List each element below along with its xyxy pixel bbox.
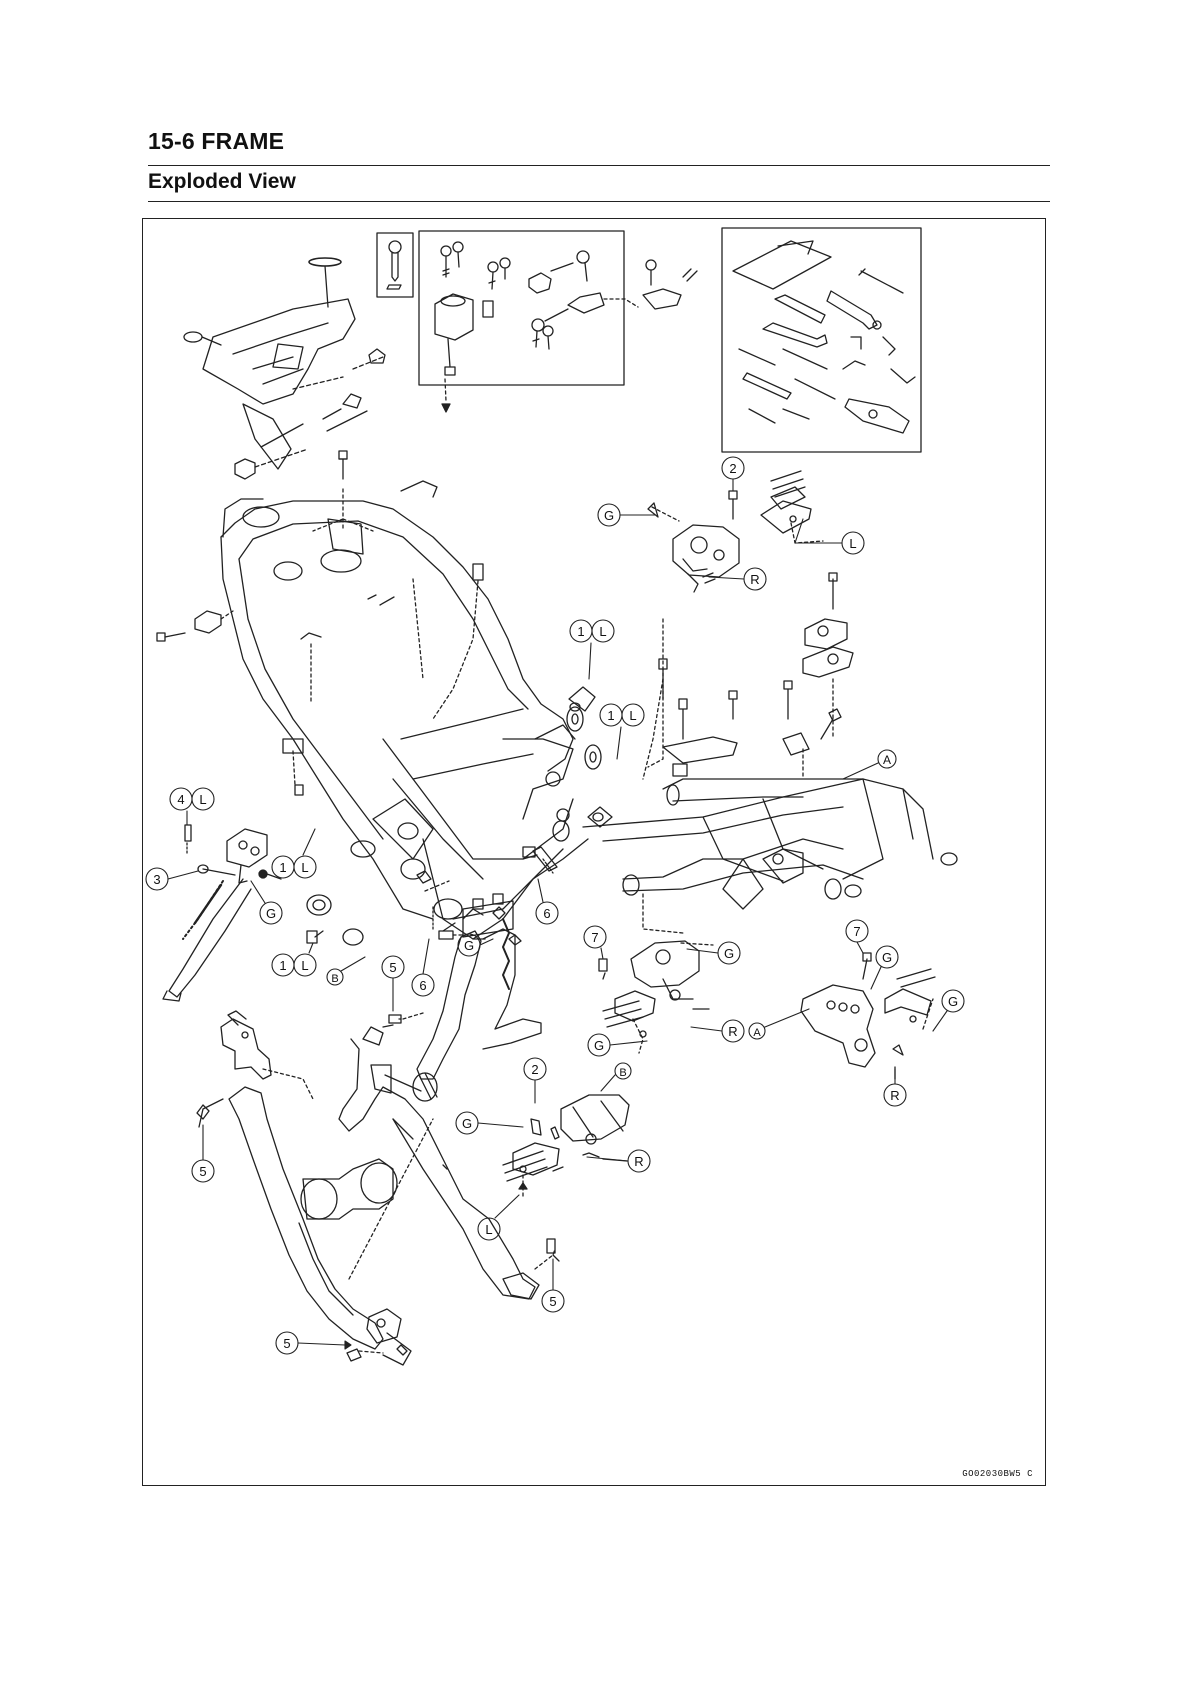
svg-text:G: G bbox=[266, 906, 276, 921]
main-frame bbox=[157, 451, 612, 939]
svg-text:2: 2 bbox=[729, 461, 736, 476]
svg-text:1: 1 bbox=[607, 708, 614, 723]
svg-text:R: R bbox=[750, 572, 759, 587]
passenger-footpeg-left bbox=[599, 894, 713, 1053]
callout-L-bottom: L bbox=[478, 1195, 519, 1240]
callout-G-left: G bbox=[251, 881, 282, 924]
svg-text:5: 5 bbox=[199, 1164, 206, 1179]
svg-text:G: G bbox=[464, 938, 474, 953]
callout-G-right: G bbox=[871, 946, 898, 989]
svg-text:6: 6 bbox=[419, 978, 426, 993]
subsection-title: Exploded View bbox=[148, 170, 296, 194]
lock-set-inset bbox=[419, 231, 638, 412]
subheader-rule bbox=[148, 201, 1050, 202]
callout-1L-d: 1 L bbox=[272, 943, 316, 976]
callout-B-bottom: B bbox=[601, 1063, 631, 1091]
tool-kit-inset bbox=[722, 228, 921, 452]
callout-1L-b: 1 L bbox=[600, 704, 644, 759]
fasteners-misc bbox=[307, 847, 537, 1027]
svg-text:R: R bbox=[634, 1154, 643, 1169]
callout-5-bottom-left: 5 bbox=[276, 1332, 351, 1354]
svg-text:B: B bbox=[331, 973, 338, 985]
svg-text:L: L bbox=[849, 536, 856, 551]
callout-7-b: 7 bbox=[846, 920, 868, 953]
svg-text:A: A bbox=[753, 1027, 761, 1039]
side-stand bbox=[163, 825, 281, 1001]
callout-5-left: 5 bbox=[192, 1125, 214, 1182]
svg-text:L: L bbox=[599, 624, 606, 639]
figure-code: GO02030BW5 C bbox=[962, 1469, 1033, 1479]
pillion-bracket bbox=[221, 1011, 313, 1099]
svg-text:L: L bbox=[485, 1222, 492, 1237]
callout-7-a: 7 bbox=[584, 926, 606, 959]
svg-text:7: 7 bbox=[591, 930, 598, 945]
exploded-view-diagram: 2 G L R 1 L 1 L A 4 L 3 G bbox=[142, 218, 1046, 1486]
callout-5-center: 5 bbox=[382, 956, 404, 1011]
callout-1L-a: 1 L bbox=[570, 620, 614, 679]
callout-5-bottom-right: 5 bbox=[542, 1259, 564, 1312]
callout-6-b: 6 bbox=[412, 939, 434, 996]
svg-text:G: G bbox=[462, 1116, 472, 1131]
svg-text:4: 4 bbox=[177, 792, 184, 807]
rider-footpeg-right bbox=[648, 471, 823, 767]
svg-text:G: G bbox=[594, 1038, 604, 1053]
callout-G-mid2: G bbox=[588, 1034, 647, 1056]
callout-L-top: L bbox=[795, 519, 864, 554]
svg-text:B: B bbox=[619, 1067, 626, 1079]
svg-text:L: L bbox=[199, 792, 206, 807]
callout-1L-c: 1 L bbox=[272, 829, 316, 878]
svg-text:5: 5 bbox=[283, 1336, 290, 1351]
svg-text:R: R bbox=[890, 1088, 899, 1103]
callout-G-top: G bbox=[598, 504, 655, 526]
svg-text:A: A bbox=[883, 753, 891, 767]
svg-text:6: 6 bbox=[543, 906, 550, 921]
callout-R-top: R bbox=[709, 568, 766, 590]
svg-text:1: 1 bbox=[577, 624, 584, 639]
callout-R-right: R bbox=[884, 1069, 906, 1106]
svg-text:G: G bbox=[882, 950, 892, 965]
callout-G-right2: G bbox=[933, 990, 964, 1031]
callout-R-mid: R bbox=[691, 1020, 744, 1042]
callout-R-bottom: R bbox=[587, 1150, 650, 1172]
callout-3: 3 bbox=[146, 868, 198, 890]
svg-text:5: 5 bbox=[389, 960, 396, 975]
svg-text:5: 5 bbox=[549, 1294, 556, 1309]
svg-text:L: L bbox=[629, 708, 636, 723]
callout-A-right: A bbox=[843, 750, 896, 779]
rider-footpeg-left bbox=[503, 1095, 629, 1197]
svg-text:1: 1 bbox=[279, 860, 286, 875]
svg-text:G: G bbox=[724, 946, 734, 961]
callout-A-mid: A bbox=[749, 1009, 809, 1039]
svg-text:7: 7 bbox=[853, 924, 860, 939]
header-rule bbox=[148, 165, 1050, 166]
rear-subframe bbox=[583, 659, 957, 909]
exploded-view-drawing: 2 G L R 1 L 1 L A 4 L 3 G bbox=[143, 219, 1047, 1487]
svg-text:2: 2 bbox=[531, 1062, 538, 1077]
rear-bracket-upper bbox=[803, 573, 853, 739]
svg-text:1: 1 bbox=[279, 958, 286, 973]
section-title: 15-6 FRAME bbox=[148, 128, 284, 155]
callout-2-top: 2 bbox=[722, 457, 744, 491]
front-upper-bracket bbox=[184, 258, 385, 479]
svg-text:3: 3 bbox=[153, 872, 160, 887]
svg-text:L: L bbox=[301, 958, 308, 973]
callout-G-bottom: G bbox=[456, 1112, 523, 1134]
helmet-lock bbox=[643, 260, 697, 309]
key-inset bbox=[377, 233, 413, 297]
callout-B-left: B bbox=[327, 957, 365, 985]
passenger-footpeg-right bbox=[801, 953, 935, 1079]
rear-rails bbox=[197, 1027, 559, 1365]
callout-4L: 4 L bbox=[170, 788, 214, 825]
svg-text:L: L bbox=[301, 860, 308, 875]
svg-text:G: G bbox=[948, 994, 958, 1009]
svg-text:R: R bbox=[728, 1024, 737, 1039]
svg-text:G: G bbox=[604, 508, 614, 523]
callout-2-bottom: 2 bbox=[524, 1058, 546, 1103]
callout-6-a: 6 bbox=[536, 879, 558, 924]
